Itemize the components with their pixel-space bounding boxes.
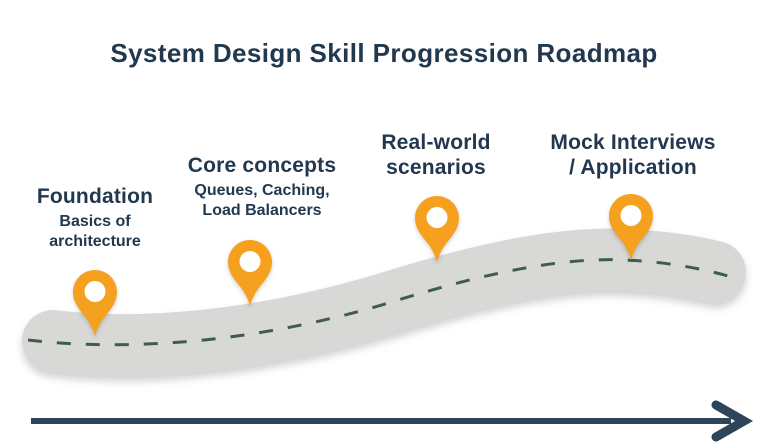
milestone-label: Foundation xyxy=(36,185,154,208)
pin-body xyxy=(415,196,459,262)
pin-hole xyxy=(426,207,448,228)
road-centerline-dashes xyxy=(27,258,739,347)
pin-hole xyxy=(239,251,261,272)
diagram-title: System Design Skill Progression Roadmap xyxy=(110,38,658,68)
progress-arrow xyxy=(31,400,754,442)
milestone-foundation: Foundation Basics of architecture xyxy=(0,184,200,252)
pin-body xyxy=(609,194,653,260)
milestone-mock-interviews: Mock Interviews / Application xyxy=(528,130,738,183)
milestone-core-concepts: Core concepts Queues, Caching, Load Bala… xyxy=(157,153,367,221)
milestone-real-world-scenarios: Real-world scenarios xyxy=(331,130,541,183)
milestone-label: Real-world scenarios xyxy=(381,131,491,179)
milestone-details: Queues, Caching, Load Balancers xyxy=(194,182,330,219)
pin-body xyxy=(73,270,117,336)
pin-hole xyxy=(620,205,642,226)
pin-hole xyxy=(84,281,106,302)
milestone-label: Core concepts xyxy=(187,154,337,177)
arrow-right-icon xyxy=(711,400,754,442)
road-shape xyxy=(22,228,746,377)
location-pin-icon xyxy=(228,240,272,306)
milestone-details: Basics of architecture xyxy=(49,213,141,250)
location-pin-icon xyxy=(415,196,459,262)
location-pin-icon xyxy=(73,270,117,336)
location-pin-icon xyxy=(609,194,653,260)
pin-body xyxy=(228,240,272,306)
milestone-label: Mock Interviews / Application xyxy=(550,131,716,179)
